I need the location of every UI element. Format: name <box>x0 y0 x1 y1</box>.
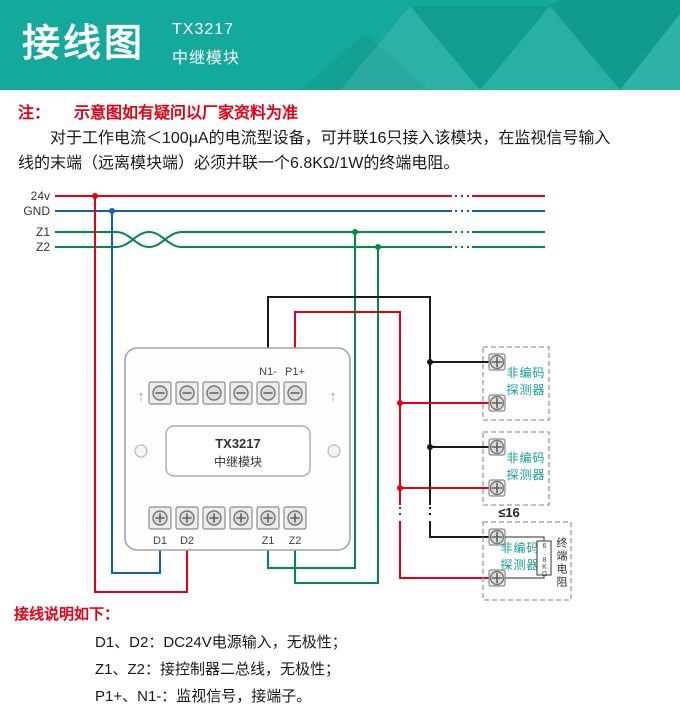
module-name-plate <box>165 425 311 477</box>
model-number: TX3217 <box>172 21 235 38</box>
detector-3: 非编码 探测器 <box>482 521 572 601</box>
terminal-label-n1: N1- <box>259 366 277 378</box>
terminal-label-z1: Z1 <box>262 535 275 547</box>
detector-name-line2: 探测器 <box>506 383 545 397</box>
junction-dot <box>92 193 98 199</box>
model-name: 中继模块 <box>172 50 241 67</box>
resistor-value-label: 6.8KΩ <box>541 543 548 578</box>
terminal-label-p1: P1+ <box>285 366 305 378</box>
bus-line-z2 <box>55 230 545 248</box>
detector-terminal <box>488 438 506 456</box>
resistor-leads <box>505 536 545 579</box>
wiring-note-p1n1: P1+、N1-：监视信号，接端子。 <box>95 688 312 705</box>
header-banner: 接线图 TX3217 中继模块 <box>0 0 680 90</box>
orientation-arrow-icon: ↑ <box>329 388 337 405</box>
mounting-hole <box>327 444 341 458</box>
bus-label-z2: Z2 <box>36 240 50 254</box>
mounting-hole <box>134 444 148 458</box>
detector-terminal <box>488 353 506 371</box>
detector-name-line1: 非编码 <box>506 450 545 465</box>
wire-z1-to-module <box>267 232 356 569</box>
terminal-resistor <box>536 540 552 576</box>
junction-dot <box>352 229 358 235</box>
wiring-schematic: 24v GND Z1 Z2 <box>23 189 572 601</box>
junction-dot <box>109 208 115 214</box>
junction-dot <box>397 400 403 406</box>
junction-dot <box>427 359 433 365</box>
terminal-screw-top <box>175 381 199 405</box>
terminal-screw-top <box>202 381 226 405</box>
wiring-note-d1d2: D1、D2：DC24V电源输入，无极性； <box>95 634 347 651</box>
terminal-screw-bottom <box>202 506 226 530</box>
bus-label-gnd: GND <box>23 204 50 218</box>
wire-p1-red <box>294 311 489 579</box>
terminal-screw-bottom <box>283 506 307 530</box>
caution-note: 注： 示意图如有疑问以厂家资料为准 <box>18 99 298 123</box>
junction-dot <box>375 244 381 250</box>
wiring-note-z1z2: Z1、Z2：接控制器二总线，无极性； <box>95 661 341 678</box>
page-title: 接线图 <box>22 23 146 65</box>
caution-note-text: 示意图如有疑问以厂家资料为准 <box>74 105 299 122</box>
description-line-2: 线的末端（远离模块端）必须并联一个6.8KΩ/1W的终端电阻。 <box>18 155 460 172</box>
bus-line-z1 <box>55 231 545 249</box>
wiring-notes-heading: 接线说明如下： <box>14 606 120 623</box>
description-paragraph: 对于工作电流＜100μA的电流型设备，可并联16只接入该模块，在监视信号输入 线… <box>18 126 668 176</box>
relay-module: N1- P1+ ↑ ↑ TX3217 中继模块 D1 <box>124 347 351 551</box>
detector-name-line1: 非编码 <box>506 365 545 380</box>
bus-label-24v: 24v <box>31 189 50 203</box>
wire-n1-black <box>267 296 489 538</box>
detector-terminal <box>488 479 506 497</box>
terminal-label-d1: D1 <box>153 535 167 547</box>
terminal-label-d2: D2 <box>180 535 194 547</box>
orientation-arrow-icon: ↑ <box>137 388 145 405</box>
detector-2: 非编码 探测器 <box>482 431 550 506</box>
banner-decoration <box>0 0 680 90</box>
caution-note-prefix: 注： <box>18 105 51 122</box>
detector-1: 非编码 探测器 <box>482 346 550 421</box>
terminal-label-z2: Z2 <box>289 535 302 547</box>
terminal-screw-bottom <box>256 506 280 530</box>
module-model-text: TX3217 <box>215 436 261 451</box>
terminal-screw-bottom <box>148 506 172 530</box>
description-line-1: 对于工作电流＜100μA的电流型设备，可并联16只接入该模块，在监视信号输入 <box>50 130 611 147</box>
detector-name-line1: 非编码 <box>500 540 539 555</box>
terminal-screw-top <box>148 381 172 405</box>
terminal-screw-top <box>283 381 307 405</box>
max-detector-count: ≤16 <box>498 505 520 520</box>
wire-gnd-to-d1 <box>111 211 161 574</box>
module-name-text: 中继模块 <box>214 454 262 469</box>
terminal-resistor-label: 终端电阻 <box>555 537 567 589</box>
terminal-screw-bottom <box>175 506 199 530</box>
junction-dot <box>427 444 433 450</box>
wire-z2-to-module <box>294 247 379 584</box>
terminal-screw-top <box>229 381 253 405</box>
terminal-screw-bottom <box>229 506 253 530</box>
wire-24v-to-d2 <box>94 196 188 593</box>
junction-dot <box>397 485 403 491</box>
bus-label-z1: Z1 <box>36 225 50 239</box>
detector-terminal <box>488 394 506 412</box>
terminal-screw-top <box>256 381 280 405</box>
detector-terminal <box>488 569 506 587</box>
detector-name-line2: 探测器 <box>506 468 545 482</box>
detector-name-line2: 探测器 <box>500 558 539 572</box>
